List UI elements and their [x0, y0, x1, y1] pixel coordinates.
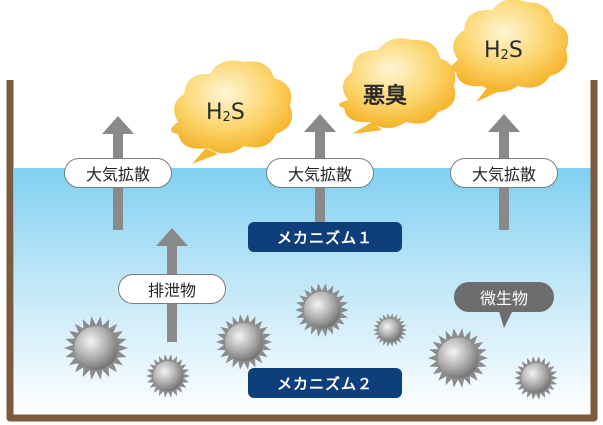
gas-h: H — [484, 38, 501, 63]
microbe-body-5 — [378, 318, 402, 342]
gas-label-left: H2S — [206, 100, 245, 125]
gas-s: S — [508, 38, 523, 63]
gas-label-right: H2S — [484, 38, 523, 63]
arrow-excretion-head — [156, 228, 188, 246]
diffusion-label-right: 大気拡散 — [450, 158, 558, 188]
diffusion-label-left: 大気拡散 — [64, 158, 172, 188]
excretion-label: 排泄物 — [118, 274, 226, 304]
cloud-h2s-right — [451, 0, 569, 102]
cloud-h2s-left — [171, 60, 293, 164]
cloud-odor — [338, 38, 456, 134]
microbe-body-4 — [303, 291, 341, 329]
diffusion-label-center: 大気拡散 — [266, 158, 374, 188]
arrow-right-diffusion-head — [488, 114, 520, 132]
microbes-group — [64, 283, 558, 400]
container-outline — [6, 80, 598, 422]
mechanism-2-banner: メカニズム２ — [248, 368, 402, 398]
microbe-label-tail — [498, 308, 514, 328]
microbe-body-7 — [521, 363, 551, 393]
odor-label: 悪臭 — [363, 84, 408, 109]
arrow-left-diffusion-head — [102, 116, 134, 134]
microbe-body-6 — [437, 337, 479, 379]
arrow-center-diffusion-head — [304, 114, 336, 132]
gas-s: S — [230, 100, 245, 125]
microbe-body-1 — [74, 326, 118, 370]
microbe-body-2 — [153, 361, 183, 391]
gas-h: H — [206, 100, 223, 125]
microbe-body-3 — [224, 322, 264, 362]
gas-sub: 2 — [500, 48, 509, 63]
gas-sub: 2 — [222, 110, 231, 125]
mechanism-1-banner: メカニズム１ — [248, 222, 402, 252]
